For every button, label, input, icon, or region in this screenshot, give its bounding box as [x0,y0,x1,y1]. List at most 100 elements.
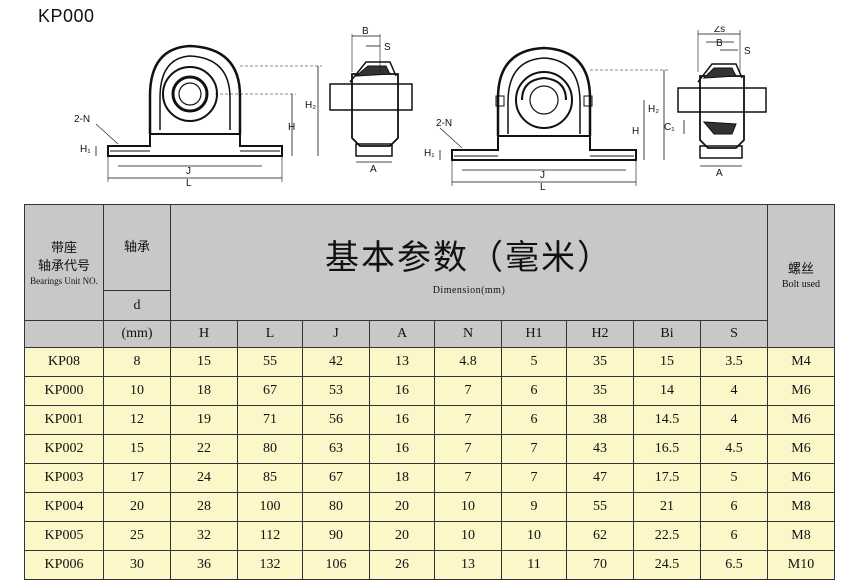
value-cell-l: 132 [237,550,303,580]
value-cell-l: 67 [237,376,303,406]
b-label-right: B [716,38,723,49]
value-cell-bi: 16.5 [633,434,701,464]
value-cell-s: 4.5 [700,434,768,464]
value-cell-s: 4 [700,376,768,406]
left-side-labels: B S A [362,26,391,175]
bolt-cell: M4 [767,347,835,377]
value-cell-h: 36 [170,550,238,580]
value-cell-n: 13 [434,550,502,580]
unit-no-cell: KP006 [24,550,104,580]
column-header-n: N [434,320,502,348]
value-cell-h1: 6 [501,405,567,435]
right-side-labels: Zs B S C₁ A [664,26,751,179]
value-cell-l: 71 [237,405,303,435]
value-cell-h: 32 [170,521,238,551]
a-label-right: A [716,168,723,179]
bolt-cell: M8 [767,521,835,551]
bore-d-cell: 8 [103,347,171,377]
value-cell-h: 15 [170,347,238,377]
value-cell-h2: 55 [566,492,634,522]
bolt-cell: M6 [767,405,835,435]
value-cell-n: 7 [434,376,502,406]
value-cell-bi: 17.5 [633,463,701,493]
dimension-title-en: Dimension(mm) [432,284,506,296]
value-cell-j: 67 [302,463,370,493]
bolt-en: Bolt used [781,279,821,290]
h-label-right: H [632,126,639,137]
value-cell-h2: 35 [566,347,634,377]
b-label: B [362,26,369,37]
unit-no-cell: KP08 [24,347,104,377]
d-header: d [103,290,171,321]
value-cell-bi: 22.5 [633,521,701,551]
value-cell-h1: 5 [501,347,567,377]
dimension-header: 基本参数（毫米） Dimension(mm) [170,204,768,321]
zs-label: Zs [714,26,725,35]
bore-d-cell: 12 [103,405,171,435]
right-front-view [439,46,668,186]
unit-no-cell: KP003 [24,463,104,493]
value-cell-h2: 43 [566,434,634,464]
value-cell-a: 18 [369,463,435,493]
h1-label: H₁ [80,144,91,155]
value-cell-s: 3.5 [700,347,768,377]
unit-no-cell: KP004 [24,492,104,522]
n-label: 2-N [74,114,90,125]
value-cell-bi: 24.5 [633,550,701,580]
dimension-title-cn: 基本参数（毫米） [325,237,613,278]
value-cell-h2: 70 [566,550,634,580]
value-cell-h1: 7 [501,434,567,464]
value-cell-h1: 9 [501,492,567,522]
unit-no-cn: 带座 轴承代号 [37,240,90,274]
value-cell-j: 63 [302,434,370,464]
bore-d-cell: 10 [103,376,171,406]
value-cell-j: 106 [302,550,370,580]
value-cell-s: 6.5 [700,550,768,580]
value-cell-n: 7 [434,463,502,493]
column-header-s: S [700,320,768,348]
bolt-cell: M6 [767,434,835,464]
h2-label: H₂ [305,100,316,111]
value-cell-h: 19 [170,405,238,435]
bearing-cn: 轴承 [123,239,150,255]
s-label: S [384,42,391,53]
left-front-labels: H₂ H 2-N H₁ J L [74,100,316,189]
technical-drawings: H₂ H 2-N H₁ J L B S A [74,26,767,193]
column-header-h2: H2 [566,320,634,348]
s-label-right: S [744,46,751,57]
value-cell-h1: 11 [501,550,567,580]
column-header-bi: Bi [633,320,701,348]
bore-d-cell: 15 [103,434,171,464]
bolt-header: 螺丝 Bolt used [767,204,835,348]
value-cell-n: 7 [434,405,502,435]
bolt-cell: M8 [767,492,835,522]
value-cell-bi: 14 [633,376,701,406]
value-cell-bi: 15 [633,347,701,377]
value-cell-n: 10 [434,521,502,551]
unit-no-cell: KP002 [24,434,104,464]
left-front-view [95,44,322,182]
bolt-cell: M6 [767,463,835,493]
n-label-right: 2-N [436,118,452,129]
value-cell-a: 20 [369,492,435,522]
unit-no-header: 带座 轴承代号 Bearings Unit NO. [24,204,104,321]
value-cell-h2: 47 [566,463,634,493]
value-cell-a: 16 [369,405,435,435]
column-header-j: J [302,320,370,348]
value-cell-h1: 7 [501,463,567,493]
blank-header-cell [24,320,104,348]
page-title: KP000 [38,6,95,26]
bolt-cell: M6 [767,376,835,406]
value-cell-l: 80 [237,434,303,464]
bolt-cn: 螺丝 [787,262,814,277]
j-label: J [186,166,191,177]
value-cell-bi: 21 [633,492,701,522]
value-cell-a: 26 [369,550,435,580]
spec-table: 带座 轴承代号 Bearings Unit NO. 轴承 基本参数（毫米） Di… [24,204,835,580]
unit-no-cell: KP000 [24,376,104,406]
